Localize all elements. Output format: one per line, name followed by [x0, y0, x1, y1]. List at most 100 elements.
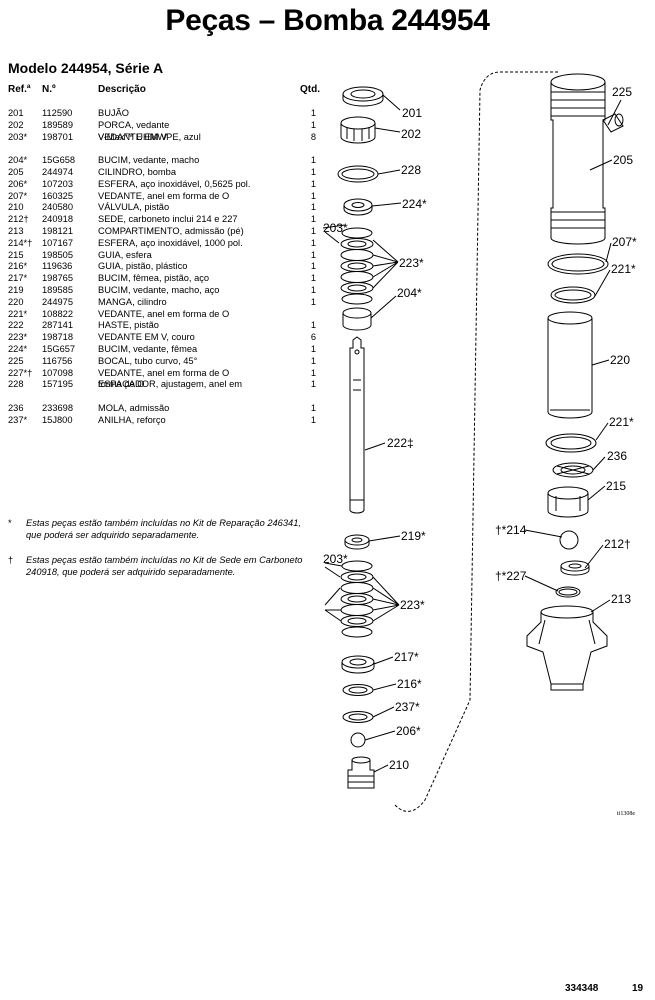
parts-table-header: Ref.ª N.º Descrição Qtd.	[8, 84, 320, 96]
cell-ref: 214*†	[8, 237, 33, 248]
assembly-dashed-line	[394, 71, 560, 812]
cell-part-number: 233698	[42, 402, 74, 413]
cell-part-number: 119636	[42, 261, 73, 272]
description-line: CILINDRO, bomba	[98, 166, 177, 177]
cell-ref: 228	[8, 379, 24, 390]
description-line: VEDANTE, anel em forma de O	[98, 308, 230, 319]
cell-part-number: 116756	[42, 355, 73, 366]
cell-part-number: 107203	[42, 178, 74, 189]
label-215: 215	[606, 479, 626, 493]
part-210-piston-valve	[347, 756, 375, 789]
cell-ref: 221*	[8, 308, 28, 319]
cell-ref: 217*	[8, 273, 28, 284]
cell-part-number: 189589	[42, 119, 74, 130]
part-227-o-ring	[555, 586, 581, 598]
description-line: V-Max™ UHMWPE, azul	[98, 131, 201, 142]
cell-quantity: 1	[310, 178, 316, 189]
footnote-mark: †	[8, 555, 14, 565]
part-204-male-gland	[342, 307, 372, 331]
cell-ref: 236	[8, 402, 24, 413]
label-224: 224*	[402, 197, 427, 211]
cell-quantity: 1	[310, 355, 316, 366]
cell-ref: 201	[8, 108, 24, 118]
cell-quantity: 1	[310, 402, 316, 413]
description-line: VEDANTE EM V, couro	[98, 332, 195, 343]
cell-quantity: 1	[310, 225, 316, 236]
label-223-upper: 223*	[399, 256, 424, 270]
label-207: 207*	[612, 235, 637, 249]
part-237-backup-washer	[342, 711, 374, 723]
cell-quantity: 1	[310, 202, 316, 213]
cell-quantity: 6	[310, 332, 316, 343]
label-223-lower: 223*	[400, 598, 425, 612]
cell-ref: 203*	[8, 131, 28, 142]
description-line: BUCIM, vedante, fêmea	[98, 343, 198, 354]
header-ref: Ref.ª	[8, 84, 31, 95]
cell-ref: 227*†	[8, 367, 33, 378]
part-201-plug	[342, 86, 384, 107]
label-205: 205	[613, 153, 633, 167]
header-description: Descrição	[98, 84, 146, 95]
cell-quantity: 1	[310, 108, 316, 118]
cell-part-number: 189585	[42, 284, 74, 295]
cell-ref: 213	[8, 225, 24, 236]
cell-ref: 204*	[8, 155, 28, 166]
cell-ref: 222	[8, 320, 24, 331]
page-title: Peças – Bomba 244954	[165, 4, 490, 37]
part-225-bent-tube-fitting	[602, 113, 624, 133]
cell-quantity: 1	[310, 166, 316, 177]
document-number: 334348	[565, 983, 599, 994]
cell-ref: 206*	[8, 178, 28, 189]
description-line: BUCIM, fêmea, pistão, aço	[98, 273, 210, 284]
figure-id: ti1308e	[617, 811, 635, 817]
label-201: 201	[402, 106, 422, 120]
label-219: 219*	[401, 529, 426, 543]
description-line: GUIA, pistão, plástico	[98, 261, 188, 272]
part-222-piston-rod	[349, 336, 365, 514]
description-line: BOCAL, tubo curvo, 45°	[98, 355, 198, 366]
cell-part-number: 198765	[42, 273, 74, 284]
cell-part-number: 244974	[42, 166, 74, 177]
label-221-lower: 221*	[609, 415, 634, 429]
description-line: forma de O	[98, 379, 145, 390]
description-line: ESPAÇADOR, ajustagem, anel em	[98, 379, 242, 390]
part-203-vpackings-upper	[340, 227, 374, 305]
cell-quantity: 1	[310, 261, 316, 272]
part-236-intake-spring	[552, 462, 594, 478]
part-224-female-gland	[343, 198, 373, 216]
cell-part-number: 157195	[42, 379, 74, 390]
cell-part-number: 15J800	[42, 414, 73, 425]
description-line: PORCA, vedante	[98, 119, 170, 130]
header-quantity: Qtd.	[300, 84, 320, 95]
label-204: 204*	[397, 286, 422, 300]
label-237: 237*	[395, 700, 420, 714]
description-line: COMPARTIMENTO, admissão (pé)	[98, 225, 244, 236]
cell-ref: 215	[8, 249, 24, 260]
description-line: GUIA, esfera	[98, 249, 152, 260]
description-line: HASTE, pistão	[98, 320, 159, 331]
label-236: 236	[607, 449, 627, 463]
cell-part-number: 198505	[42, 249, 74, 260]
cell-quantity: 1	[310, 414, 316, 425]
description-line: VEDANTE EM V	[98, 131, 168, 142]
cell-part-number: 112590	[42, 108, 73, 118]
cell-quantity: 1	[310, 284, 316, 295]
description-line: ESFERA, aço inoxidável, 1000 pol.	[98, 237, 243, 248]
part-203-vpackings-lower	[340, 560, 374, 638]
description-line: BUCIM, vedante, macho, aço	[98, 284, 220, 295]
cell-quantity: 1	[310, 367, 316, 378]
